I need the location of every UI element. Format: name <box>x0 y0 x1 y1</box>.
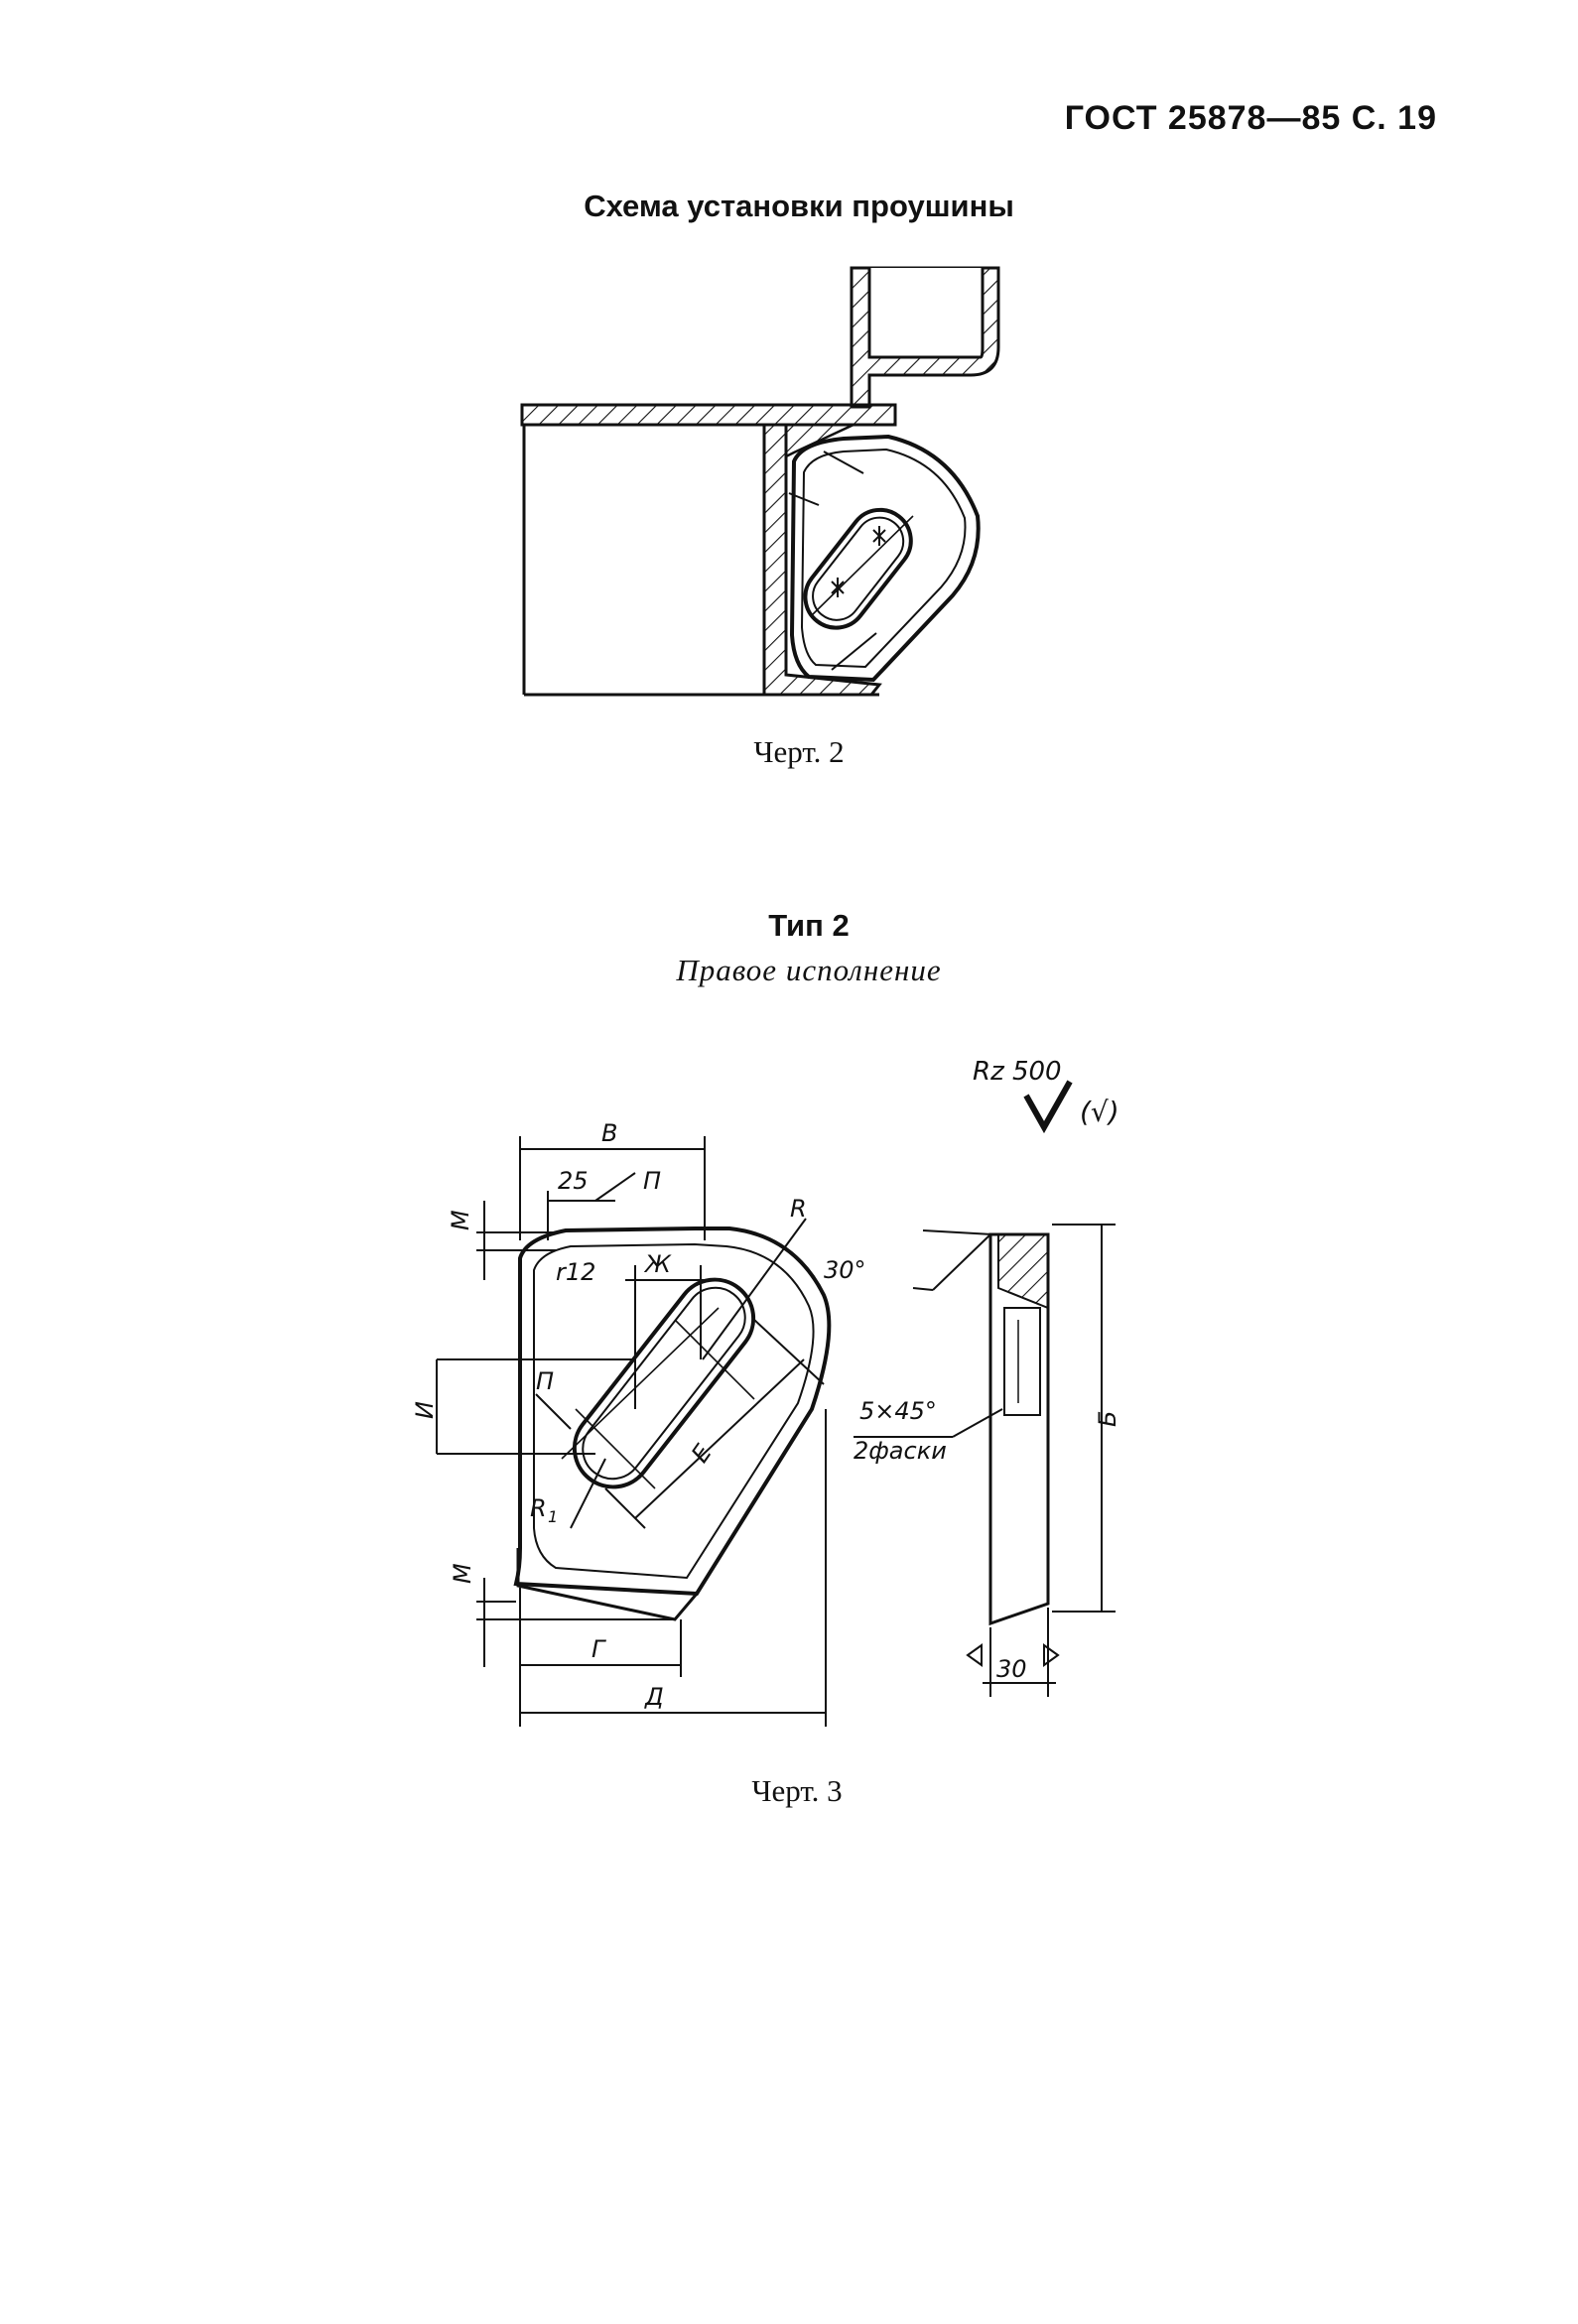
figure-2-caption: Черт. 3 <box>751 1773 843 1808</box>
dim-label-I: И <box>411 1401 439 1419</box>
dim-label-P-slot: П <box>536 1367 554 1395</box>
dim-label-Zh: Ж <box>643 1250 672 1278</box>
roughness-symbol: Rz 500 (√) <box>973 1057 1119 1134</box>
top-plate <box>520 403 897 427</box>
dim-label-R1-sub: 1 <box>548 1507 558 1526</box>
figure-2-subtitle: Правое исполнение <box>676 953 942 987</box>
side-view <box>854 1224 1116 1697</box>
dim-label-25: 25 <box>558 1167 589 1195</box>
figure-1-caption: Черт. 2 <box>753 734 845 769</box>
dim-label-G: Г <box>592 1635 606 1663</box>
corner-bracket <box>762 423 882 697</box>
eyelet <box>788 434 981 683</box>
dim-label-P-top: П <box>643 1167 661 1195</box>
dim-label-chamfer-note: 2фаски <box>854 1437 947 1465</box>
document-header: ГОСТ 25878—85 С. 19 <box>1064 99 1437 137</box>
dim-label-D: Д <box>644 1683 664 1711</box>
dim-label-B: В <box>601 1119 617 1147</box>
dim-label-M-top: М <box>447 1210 474 1230</box>
dim-label-R: R <box>790 1195 807 1223</box>
dim-label-b: Б <box>1094 1411 1121 1427</box>
figure-2-type-title: Тип 2 <box>768 908 850 943</box>
dim-label-thickness: 30 <box>996 1655 1027 1683</box>
roughness-label: Rz 500 <box>973 1057 1062 1087</box>
dim-label-angle30: 30° <box>824 1256 866 1284</box>
dim-label-chamfer: 5×45° <box>859 1397 937 1425</box>
dim-label-R1: R <box>530 1494 547 1522</box>
roughness-note: (√) <box>1080 1096 1119 1128</box>
dim-label-r12: r12 <box>556 1258 595 1286</box>
figure-1-title: Схема установки проушины <box>584 189 1014 223</box>
dimension-lines <box>436 1136 827 1727</box>
channel-profile <box>850 266 1000 409</box>
dim-label-M-bottom: М <box>449 1563 476 1584</box>
